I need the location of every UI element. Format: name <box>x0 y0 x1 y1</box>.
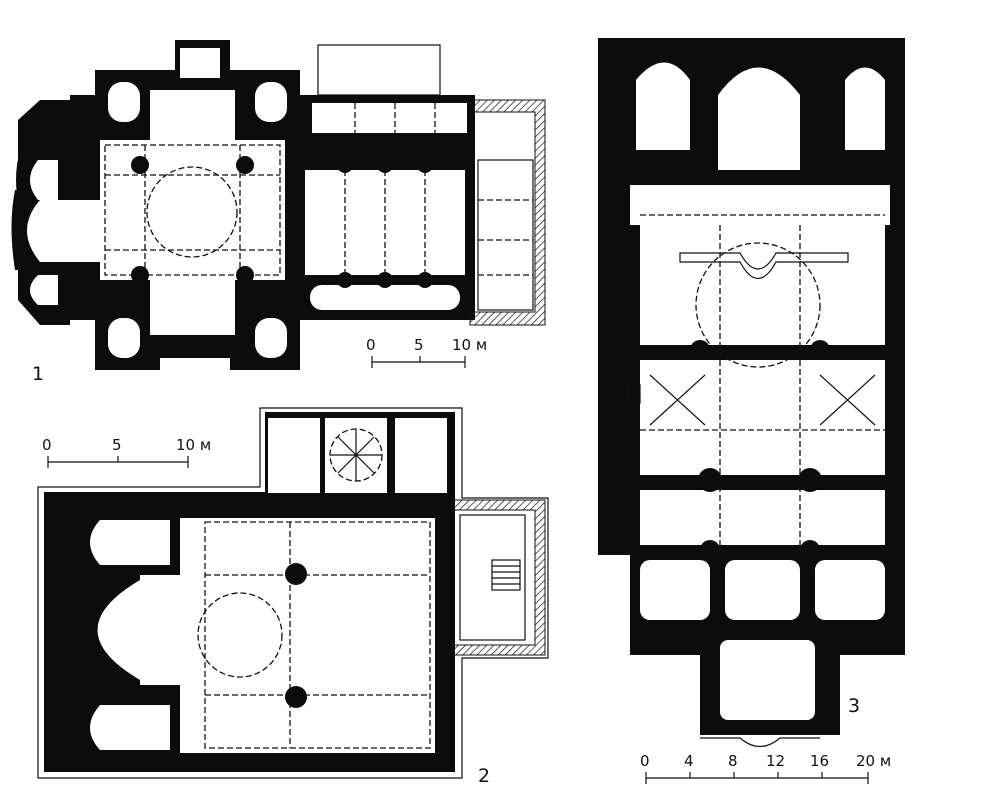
stair-icon <box>491 559 521 591</box>
scale-2-tick-5: 5 <box>112 436 122 454</box>
scale-bar-2: 0 5 10 м <box>42 436 211 468</box>
plan-3: 3 <box>598 38 905 748</box>
scale-1-tick-10: 10 м <box>452 336 487 354</box>
plan-3-label: 3 <box>848 695 860 717</box>
plan-1: 1 <box>11 40 546 385</box>
plan-2-label: 2 <box>478 765 490 787</box>
plan-1-label: 1 <box>32 363 44 385</box>
scale-bar-3: 0 4 8 12 16 20 м <box>640 752 891 784</box>
scale-3-tick-16: 16 <box>810 752 829 770</box>
scale-2-tick-10: 10 м <box>176 436 211 454</box>
scale-3-tick-12: 12 <box>766 752 785 770</box>
scale-bar-1: 0 5 10 м <box>366 336 487 368</box>
scale-3-tick-0: 0 <box>640 752 650 770</box>
scale-2-tick-0: 0 <box>42 436 52 454</box>
scale-3-tick-20: 20 м <box>856 752 891 770</box>
scale-3-tick-8: 8 <box>728 752 738 770</box>
scale-1-tick-5: 5 <box>414 336 424 354</box>
scale-3-tick-4: 4 <box>684 752 694 770</box>
scale-1-tick-0: 0 <box>366 336 376 354</box>
star-vault-pattern <box>329 428 383 482</box>
plan-2: 2 <box>37 407 549 787</box>
